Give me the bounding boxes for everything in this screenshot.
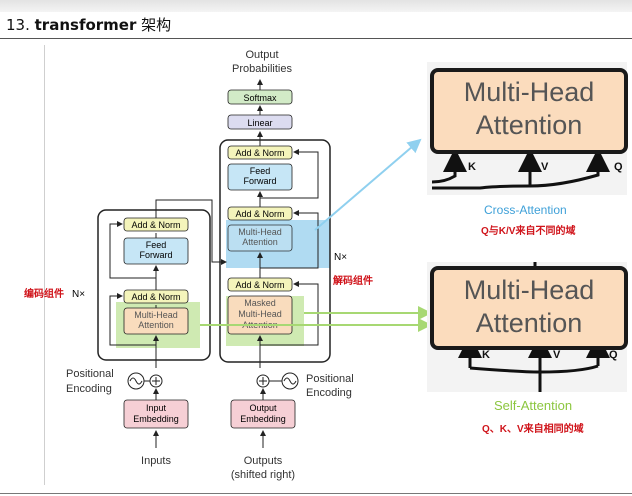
output-probs-l2: Probabilities (232, 63, 292, 75)
top-bar (0, 0, 632, 12)
decoder-ff-l2: Forward (243, 176, 276, 186)
output-embedding-l1: Output (249, 403, 277, 413)
zoom-top-q: Q (614, 161, 623, 173)
decoder-ff-l1: Feed (250, 166, 271, 176)
title-main: transformer (34, 16, 137, 34)
page-title: 13. transformer 架构 (6, 14, 171, 35)
title-number: 13. (6, 16, 30, 34)
decoder-nx: N× (334, 252, 347, 263)
zoom-bottom-q: Q (609, 349, 618, 361)
zoom-bottom-line1: Multi-Head (463, 275, 595, 305)
encoder-component-label: 编码组件 (24, 289, 64, 300)
encoder-add-norm-top-label: Add & Norm (131, 220, 180, 230)
linear-label: Linear (247, 118, 272, 128)
bottom-divider (0, 493, 632, 494)
encoder-mha-l1: Multi-Head (134, 310, 178, 320)
self-attention-caption: Self-Attention (494, 398, 573, 413)
encoder-add-norm-bottom-label: Add & Norm (131, 292, 180, 302)
decoder-cross-mha (227, 224, 293, 252)
decoder-feed-forward (227, 163, 293, 191)
zoom-top-k: K (468, 161, 476, 173)
zoom-top-line2: Attention (475, 110, 583, 140)
cross-attention-desc: Q与K/V来自不同的域 (481, 226, 576, 237)
encoder-nx: N× (72, 289, 85, 300)
softmax-label: Softmax (243, 93, 277, 103)
encoder-ff-l2: Forward (139, 250, 172, 260)
decoder-cross-mha-l2: Attention (242, 237, 278, 247)
zoom-bottom-k: K (482, 349, 490, 361)
zoom-top-v: V (541, 161, 549, 173)
zoom-top-line1: Multi-Head (463, 77, 595, 107)
cross-attention-caption: Cross-Attention (484, 203, 567, 217)
inputs-label: Inputs (141, 455, 171, 467)
decoder-cross-mha-l1: Multi-Head (238, 227, 282, 237)
encoder-frame (97, 209, 211, 361)
output-probs-l1: Output (245, 49, 278, 61)
outputs-label-l1: Outputs (244, 455, 283, 467)
pos-enc-left-l2: Encoding (66, 383, 112, 395)
zoom-cross-mha-box: Multi-Head Attention (430, 68, 628, 154)
zoom-bottom-line2: Attention (475, 308, 583, 338)
decoder-component-label: 解码组件 (333, 276, 373, 287)
decoder-add-norm-top-label: Add & Norm (235, 148, 284, 158)
zoom-bottom-v: V (553, 349, 561, 361)
output-embedding-l2: Embedding (240, 414, 286, 424)
outputs-label-l2: (shifted right) (231, 469, 295, 481)
decoder-frame (219, 139, 331, 363)
pos-enc-right-l1: Positional (306, 373, 354, 385)
decoder-add-norm-bottom-label: Add & Norm (235, 280, 284, 290)
encoder-ff-l1: Feed (146, 240, 167, 250)
pos-enc-right-l2: Encoding (306, 387, 352, 399)
input-embedding-l2: Embedding (133, 414, 179, 424)
decoder-masked-l2: Multi-Head (238, 309, 282, 319)
cross-attn-pointer (314, 138, 422, 231)
pos-enc-left-l1: Positional (66, 368, 114, 380)
self-attention-desc: Q、K、V来自相同的域 (482, 424, 584, 435)
input-embedding-l1: Input (146, 403, 167, 413)
zoom-self-mha-box: Multi-Head Attention (430, 266, 628, 350)
decoder-add-norm-mid-label: Add & Norm (235, 209, 284, 219)
encoder-mha-l2: Attention (138, 320, 174, 330)
title-cn: 架构 (141, 16, 172, 34)
left-margin-line (44, 45, 45, 485)
title-divider (0, 38, 632, 39)
decoder-masked-l1: Masked (244, 298, 276, 308)
